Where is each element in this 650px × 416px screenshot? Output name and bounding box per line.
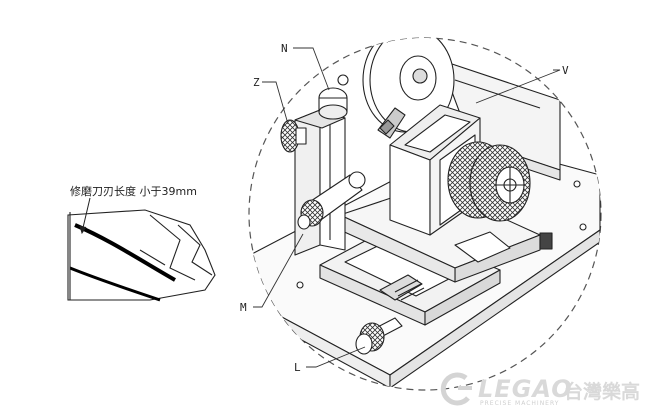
end-mill-inset (67, 209, 216, 302)
callout-l: L (294, 361, 301, 374)
brand-logo: LEGAO 台灣樂高 PRECISE MACHINERY (436, 373, 646, 409)
leader-z (262, 81, 289, 125)
leader-l (306, 346, 366, 368)
cutting-edge-length-caption: 修磨刀刃长度 小于39mm (70, 185, 197, 198)
micrometer-m (297, 171, 366, 230)
index-wheel-v (447, 141, 531, 222)
leader-m (253, 233, 304, 308)
leader-lines (253, 47, 561, 368)
callout-v: V (562, 64, 569, 77)
callout-m: M (240, 301, 247, 314)
logo-wordmark: LEGAO (478, 375, 573, 403)
callout-z: Z (253, 76, 260, 89)
logo-mark-icon (440, 372, 472, 406)
knob-z (280, 119, 307, 153)
caption-leader (79, 197, 91, 235)
logo-chinese-name: 台灣樂高 (564, 381, 641, 403)
knob-n (318, 74, 349, 120)
leader-v (475, 69, 561, 104)
leader-n (293, 47, 330, 91)
logo-subtitle: PRECISE MACHINERY (480, 400, 560, 407)
cutter-bit (377, 107, 406, 139)
grinding-wheel (362, 38, 455, 133)
callout-n: N (281, 42, 288, 55)
